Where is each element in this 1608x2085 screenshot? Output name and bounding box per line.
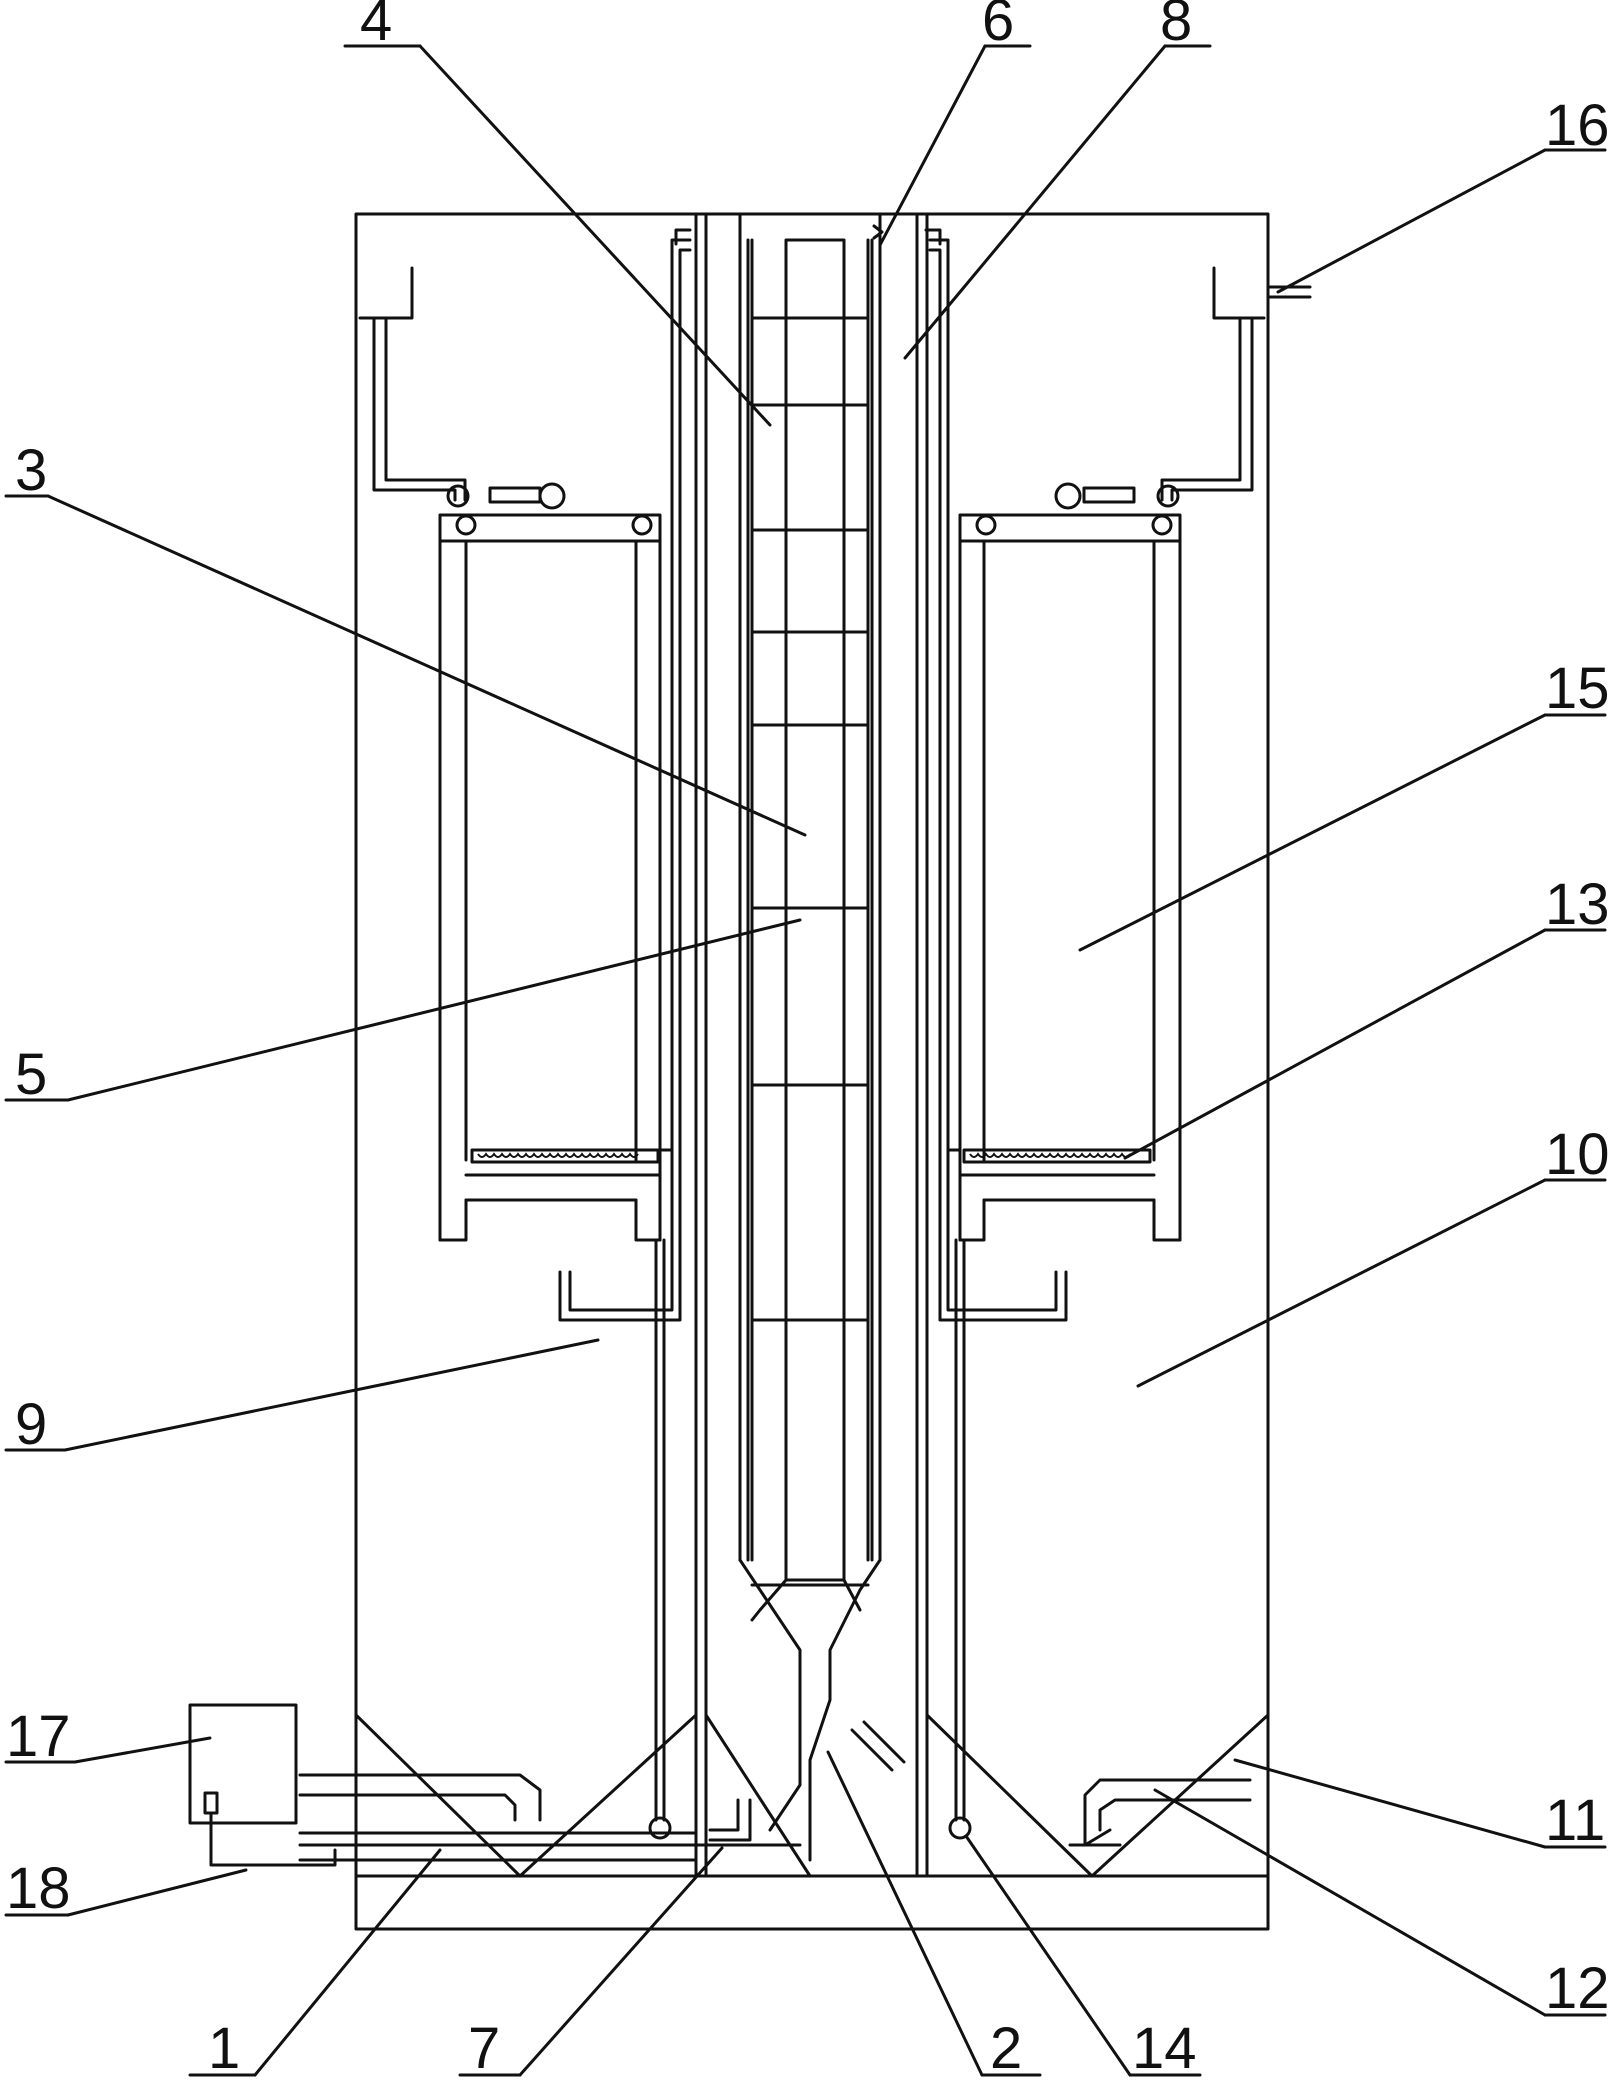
leader-lines [4,44,1607,2077]
label-18: 18 [6,1856,71,1921]
bottom-pipes [298,1720,906,1862]
label-12: 12 [1545,1956,1608,2021]
label-15: 15 [1545,656,1608,721]
label-5: 5 [15,1042,47,1107]
part-labels: 4 6 8 16 3 15 13 5 10 9 17 11 18 12 1 7 … [6,0,1608,2081]
label-7: 7 [468,2016,500,2080]
label-3: 3 [15,438,47,503]
label-16: 16 [1545,93,1608,158]
label-11: 11 [1545,1788,1605,1853]
bottom-hoppers [354,1713,1270,1878]
label-9: 9 [15,1392,47,1457]
label-10: 10 [1545,1122,1608,1187]
segment-stack [746,238,874,1622]
label-1: 1 [208,2016,240,2080]
right-reactor [928,238,1312,1840]
label-17: 17 [6,1704,71,1769]
control-box [188,1703,337,1867]
outer-tank [354,212,1270,1931]
label-2: 2 [990,2016,1022,2080]
label-13: 13 [1545,872,1608,937]
label-8: 8 [1160,0,1192,53]
label-4: 4 [360,0,392,53]
label-6: 6 [982,0,1014,53]
label-14: 14 [1132,2016,1197,2080]
central-column [694,212,929,1878]
left-reactor [358,238,692,1840]
